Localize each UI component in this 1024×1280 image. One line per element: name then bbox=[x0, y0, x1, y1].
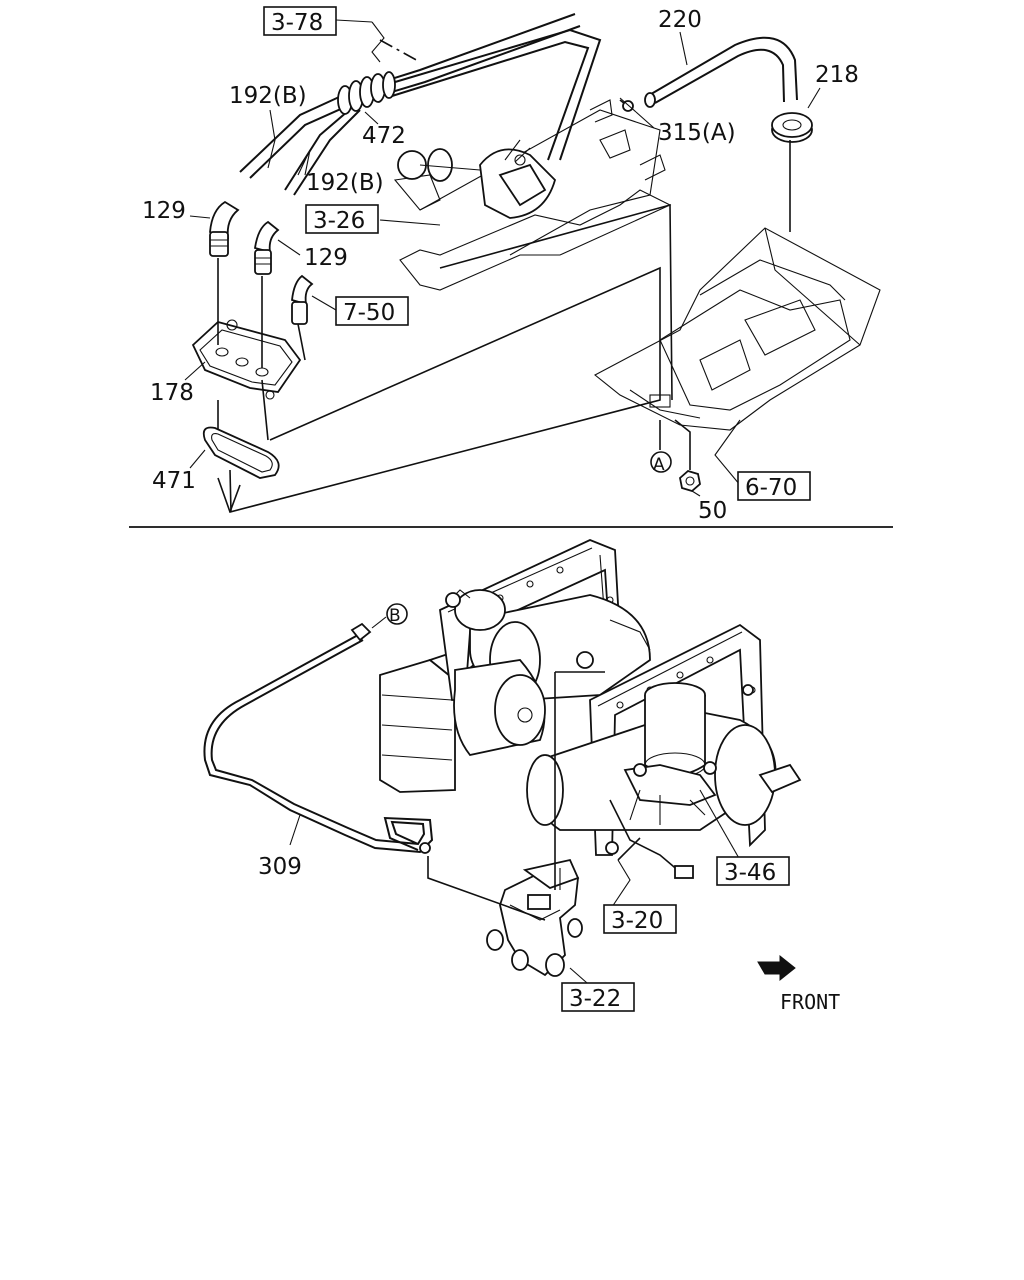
front-arrow-icon bbox=[757, 954, 796, 982]
callout-50: 50 bbox=[698, 498, 727, 524]
relay-valve-3-22 bbox=[486, 858, 583, 977]
nut-50 bbox=[679, 469, 701, 493]
svg-text:3-46: 3-46 bbox=[724, 860, 776, 886]
svg-text:3-22: 3-22 bbox=[569, 986, 621, 1012]
svg-text:3-20: 3-20 bbox=[611, 908, 663, 934]
plate-178 bbox=[191, 319, 302, 400]
callout-129-left: 129 bbox=[142, 198, 186, 224]
wiring-harness bbox=[605, 763, 694, 879]
svg-text:7-50: 7-50 bbox=[343, 300, 395, 326]
ref-box-6-70: 6-70 bbox=[737, 471, 811, 501]
ref-box-3-46: 3-46 bbox=[716, 856, 790, 886]
callout-220: 220 bbox=[658, 7, 702, 33]
callout-129-right: 129 bbox=[304, 245, 348, 271]
svg-text:6-70: 6-70 bbox=[745, 475, 797, 501]
lower-assembly bbox=[203, 539, 802, 991]
pipe-309 bbox=[203, 622, 434, 854]
elbow-129-right bbox=[253, 220, 280, 275]
svg-text:A: A bbox=[653, 455, 665, 475]
ref-box-3-78: 3-78 bbox=[263, 6, 337, 36]
ref-box-7-50: 7-50 bbox=[335, 296, 409, 326]
svg-text:B: B bbox=[389, 606, 401, 626]
callout-472: 472 bbox=[362, 123, 406, 149]
callout-leaders-upper bbox=[184, 19, 821, 497]
svg-text:3-78: 3-78 bbox=[271, 10, 323, 36]
heat-shield-6-70 bbox=[594, 227, 881, 431]
ref-box-3-22: 3-22 bbox=[561, 982, 635, 1012]
elbow-129-left bbox=[209, 200, 240, 257]
motor-body bbox=[445, 589, 651, 756]
leader-3-78 bbox=[379, 39, 421, 63]
dryer-canister bbox=[623, 682, 717, 825]
front-label: FRONT bbox=[780, 990, 840, 1014]
marker-a: A bbox=[650, 451, 672, 475]
svg-text:3-26: 3-26 bbox=[313, 208, 365, 234]
callout-471: 471 bbox=[152, 468, 196, 494]
assembly-lines-upper bbox=[217, 97, 791, 513]
callout-192-upper: 192(B) bbox=[229, 83, 307, 109]
grommet-218 bbox=[771, 112, 813, 143]
ring-471 bbox=[202, 426, 280, 479]
callout-315: 315(A) bbox=[658, 120, 736, 146]
valve-bracket-3-26 bbox=[393, 99, 672, 291]
ref-box-3-26: 3-26 bbox=[305, 204, 379, 234]
ref-box-3-20: 3-20 bbox=[603, 904, 677, 934]
labels: 220 218 315(A) 192(B) 192(B) 472 129 129… bbox=[142, 6, 859, 1014]
callout-178: 178 bbox=[150, 380, 194, 406]
callout-192-lower: 192(B) bbox=[306, 170, 384, 196]
hose-220 bbox=[644, 36, 798, 108]
upper-assembly bbox=[184, 13, 881, 513]
callout-309: 309 bbox=[258, 854, 302, 880]
assembly-lines-lower bbox=[371, 616, 605, 921]
fitting-7-50 bbox=[291, 274, 314, 325]
callout-218: 218 bbox=[815, 62, 859, 88]
hose-472-corrugated bbox=[337, 71, 396, 115]
marker-b: B bbox=[386, 603, 408, 626]
